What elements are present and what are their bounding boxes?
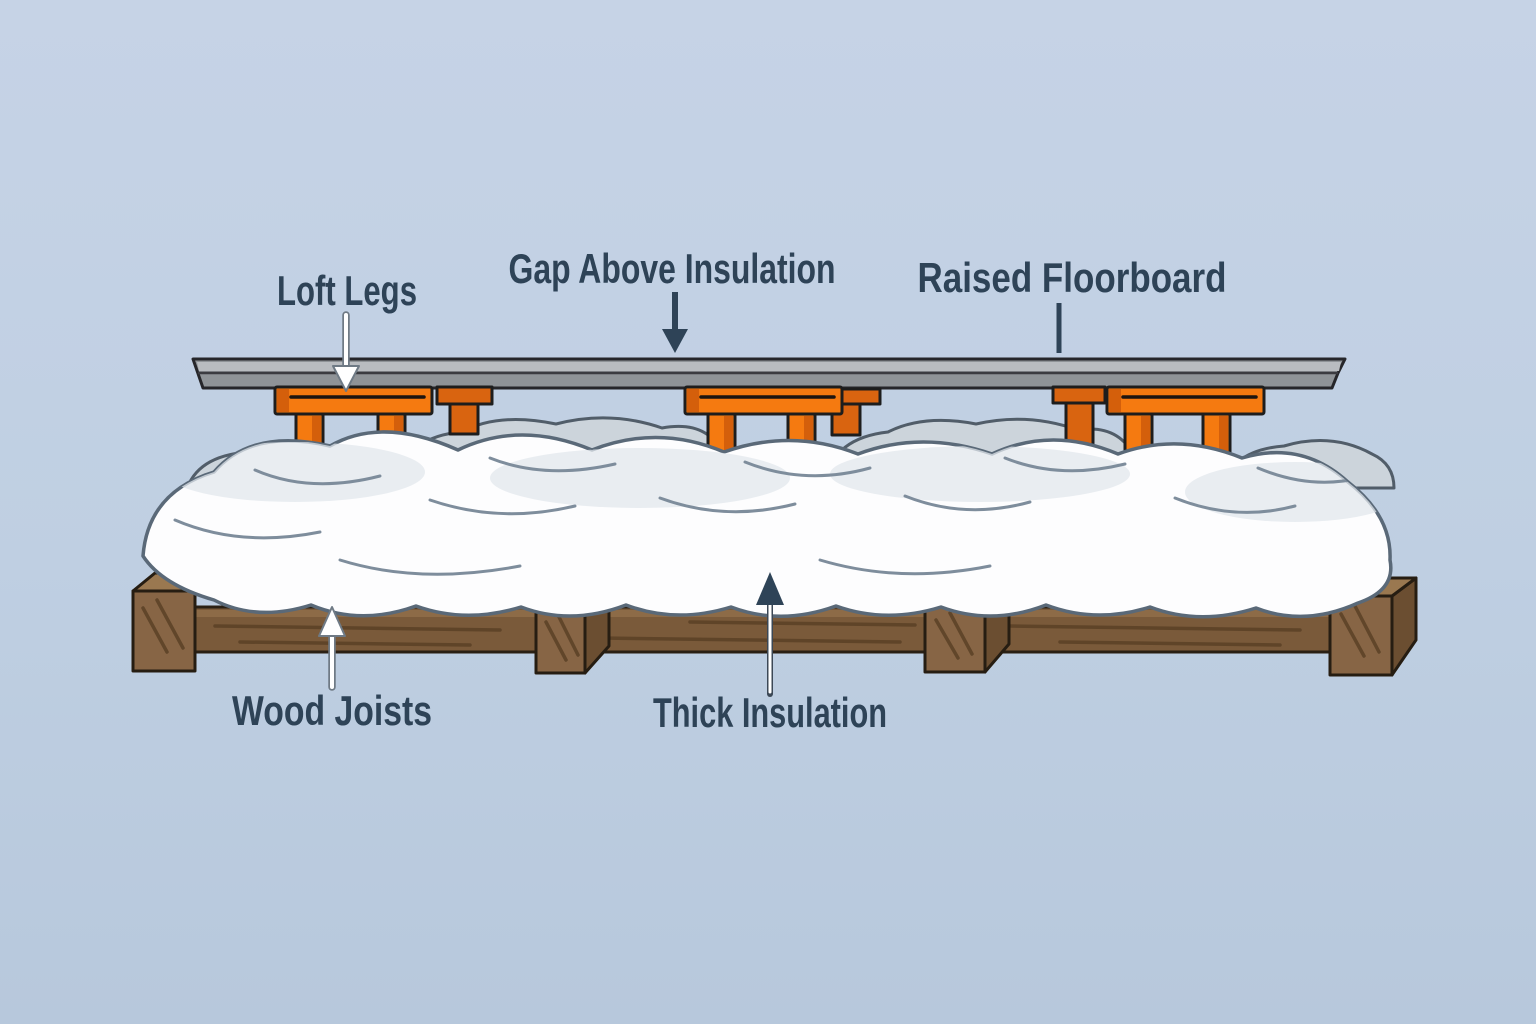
gap-above-insulation-arrow [662, 292, 688, 353]
loft-leg-left-plate-shade [277, 389, 289, 412]
thick-insulation-arrow [756, 572, 784, 697]
wood-joists-arrow [318, 606, 346, 691]
wood-joists-arrowhead-icon [318, 606, 346, 637]
insulation-graphic [141, 430, 1393, 619]
label-gap-above-insulation: Gap Above Insulation [509, 245, 836, 292]
label-loft-legs: Loft Legs [277, 267, 417, 314]
label-thick-insulation: Thick Insulation [653, 689, 887, 736]
loft-leg-left-secondary [435, 385, 494, 436]
raised-floorboard-graphic [191, 357, 1347, 390]
loft-leg-right-plate [1105, 385, 1266, 416]
loft-leg-right-plate-shade [1109, 389, 1121, 412]
floorboard-top-highlight [197, 362, 1341, 371]
thick-insulation-arrowhead-icon [756, 572, 784, 605]
loft-legs-arrow [332, 311, 360, 392]
loft-leg-left-plate [273, 385, 434, 416]
loft-leg-middle-plate-shade [687, 389, 699, 412]
joist-beam-grain [213, 620, 1302, 647]
label-wood-joists: Wood Joists [232, 687, 432, 734]
loft-leg-right-secondary [1051, 385, 1107, 450]
gap-arrowhead-icon [662, 329, 688, 353]
label-raised-floorboard: Raised Floorboard [918, 254, 1227, 301]
loft-leg-middle-secondary [830, 387, 882, 437]
loft-legs-arrowhead-icon [332, 365, 360, 392]
loft-leg-middle-plate [683, 385, 844, 416]
